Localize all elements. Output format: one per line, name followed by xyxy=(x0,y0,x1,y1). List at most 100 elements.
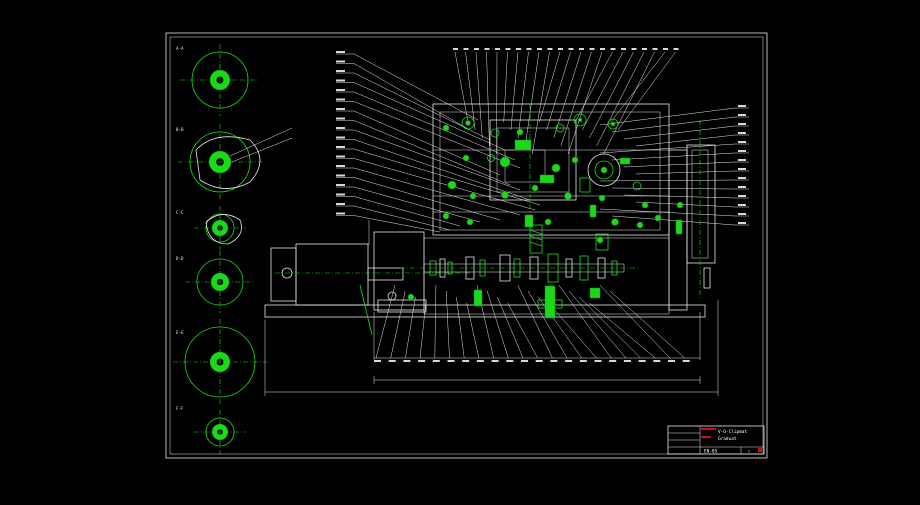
section-views-column: A-A B-B C-C D-D E-E F-F xyxy=(173,44,292,454)
section-view: D-D xyxy=(176,251,255,313)
balloon-mark xyxy=(374,360,381,362)
balloon-mark xyxy=(336,175,345,177)
balloon-mark xyxy=(537,48,542,50)
section-label: C-C xyxy=(176,210,184,215)
balloon-mark xyxy=(336,137,345,139)
balloon-mark xyxy=(738,150,746,152)
balloon-mark xyxy=(464,48,469,50)
balloon-mark xyxy=(536,360,543,362)
balloon-mark xyxy=(738,186,746,188)
balloon-mark xyxy=(462,360,469,362)
title-name-line-2: Graduat xyxy=(718,436,737,442)
balloon-mark xyxy=(653,48,658,50)
balloon-mark xyxy=(738,177,746,179)
balloon-mark xyxy=(738,204,746,206)
balloon-mark xyxy=(495,48,500,50)
balloon-mark xyxy=(485,48,490,50)
section-label: E-E xyxy=(176,330,184,335)
lower-base xyxy=(265,232,705,360)
balloon-mark xyxy=(477,360,484,362)
balloon-mark xyxy=(418,360,425,362)
title-block-accent-bar xyxy=(701,428,716,430)
title-drawing-number: EN-05 xyxy=(704,449,718,455)
section-view: B-B xyxy=(176,124,262,200)
balloon-mark xyxy=(336,99,345,101)
balloon-mark xyxy=(653,360,660,362)
balloon-mark xyxy=(527,48,532,50)
balloon-mark xyxy=(565,360,572,362)
balloon-mark xyxy=(336,203,345,205)
balloon-mark xyxy=(632,48,637,50)
balloon-mark xyxy=(590,48,595,50)
section-label: F-F xyxy=(176,406,184,411)
balloon-mark xyxy=(521,360,528,362)
balloon-mark xyxy=(389,360,396,362)
balloon-mark xyxy=(738,141,746,143)
balloon-mark xyxy=(580,360,587,362)
balloon-mark xyxy=(336,146,345,148)
balloon-mark xyxy=(336,184,345,186)
section-view: F-F xyxy=(176,406,246,454)
balloon-mark xyxy=(738,114,746,116)
drawing-border xyxy=(166,33,767,458)
balloon-mark xyxy=(738,159,746,161)
balloon-mark xyxy=(506,360,513,362)
section-label: A-A xyxy=(176,46,184,51)
balloon-mark xyxy=(642,48,647,50)
right-side-parts xyxy=(669,120,715,310)
balloon-mark xyxy=(738,123,746,125)
balloon-mark xyxy=(336,213,345,215)
balloon-mark xyxy=(336,70,345,72)
balloon-mark xyxy=(621,48,626,50)
balloon-mark xyxy=(738,105,746,107)
balloon-mark xyxy=(674,48,679,50)
balloon-mark xyxy=(453,48,458,50)
balloon-mark xyxy=(683,360,690,362)
part-balloon-labels xyxy=(336,48,746,362)
balloon-mark xyxy=(738,132,746,134)
balloon-mark xyxy=(668,360,675,362)
section-view: C-C xyxy=(176,206,246,250)
title-block: V-O-Clipmat Graduat EN-05 1 xyxy=(668,426,764,455)
title-sheet-number: 1 xyxy=(748,450,750,454)
balloon-mark xyxy=(738,195,746,197)
balloon-mark xyxy=(600,48,605,50)
balloon-mark xyxy=(738,168,746,170)
balloon-mark xyxy=(738,213,746,215)
balloon-mark xyxy=(336,80,345,82)
balloon-mark xyxy=(548,48,553,50)
balloon-mark xyxy=(516,48,521,50)
balloon-mark xyxy=(336,51,345,53)
balloon-mark xyxy=(448,360,455,362)
balloon-mark xyxy=(336,118,345,120)
title-name-line-1: V-O-Clipmat xyxy=(718,429,747,435)
dimension-lines xyxy=(265,220,718,396)
balloon-mark xyxy=(403,360,410,362)
section-label: D-D xyxy=(176,256,184,261)
balloon-mark xyxy=(336,108,345,110)
balloon-mark xyxy=(336,156,345,158)
balloon-mark xyxy=(336,127,345,129)
balloon-mark xyxy=(663,48,668,50)
balloon-mark xyxy=(609,360,616,362)
balloon-mark xyxy=(474,48,479,50)
balloon-mark xyxy=(336,194,345,196)
balloon-mark xyxy=(336,89,345,91)
title-block-corner-mark xyxy=(758,448,762,452)
balloon-mark xyxy=(738,222,746,224)
balloon-mark xyxy=(336,165,345,167)
balloon-mark xyxy=(611,48,616,50)
balloon-mark xyxy=(492,360,499,362)
balloon-mark xyxy=(433,360,440,362)
balloon-mark xyxy=(569,48,574,50)
balloon-mark xyxy=(506,48,511,50)
balloon-mark xyxy=(595,360,602,362)
main-assembly-view xyxy=(265,104,715,360)
balloon-mark xyxy=(639,360,646,362)
section-view: E-E xyxy=(173,319,267,405)
balloon-mark xyxy=(550,360,557,362)
balloon-mark xyxy=(624,360,631,362)
balloon-mark xyxy=(336,61,345,63)
